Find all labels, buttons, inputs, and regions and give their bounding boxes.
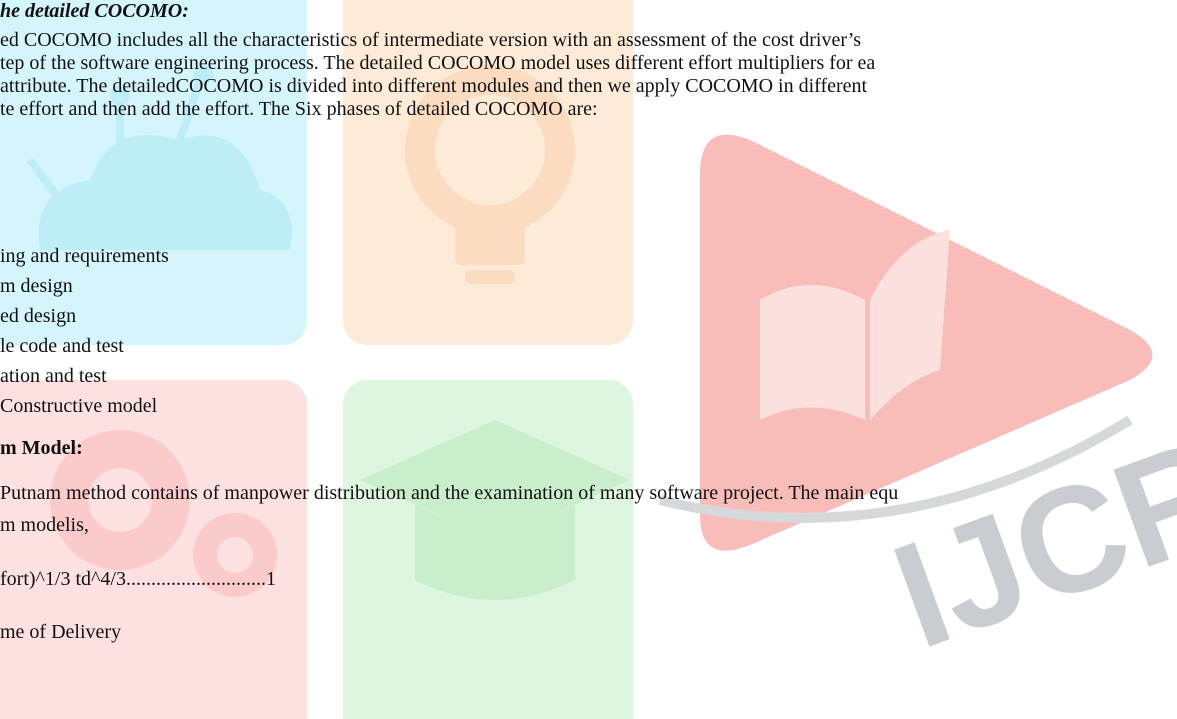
phase-item-5: ation and test [0,365,107,387]
paragraph-line-1: ed COCOMO includes all the characteristi… [0,29,862,51]
cloud-circuit-icon [26,65,293,250]
phase-item-1: ing and requirements [0,245,169,267]
light-bulb-icon [405,65,575,284]
putnam-line-1: Putnam method contains of manpower distr… [0,482,899,504]
definition-line: me of Delivery [0,621,122,643]
book-play-icon [700,134,1153,551]
phase-item-4: le code and test [0,335,124,357]
paragraph-line-3: attribute. The detailedCOCOMO is divided… [0,75,868,97]
phase-item-2: m design [0,275,73,297]
paragraph-line-4: te effort and then add the effort. The S… [0,98,598,120]
phase-item-3: ed design [0,305,77,327]
putnam-line-2: m modelis, [0,514,89,536]
heading-putnam-model: m Model: [0,437,83,459]
equation: fort)^1/3 td^4/3........................… [0,568,276,590]
gear-icon [50,430,277,597]
phase-item-6: Constructive model [0,395,158,417]
heading-detailed-cocomo: he detailed COCOMO: [0,0,189,22]
paragraph-line-2: tep of the software engineering process.… [0,52,876,74]
graduation-cap-icon [360,420,630,600]
